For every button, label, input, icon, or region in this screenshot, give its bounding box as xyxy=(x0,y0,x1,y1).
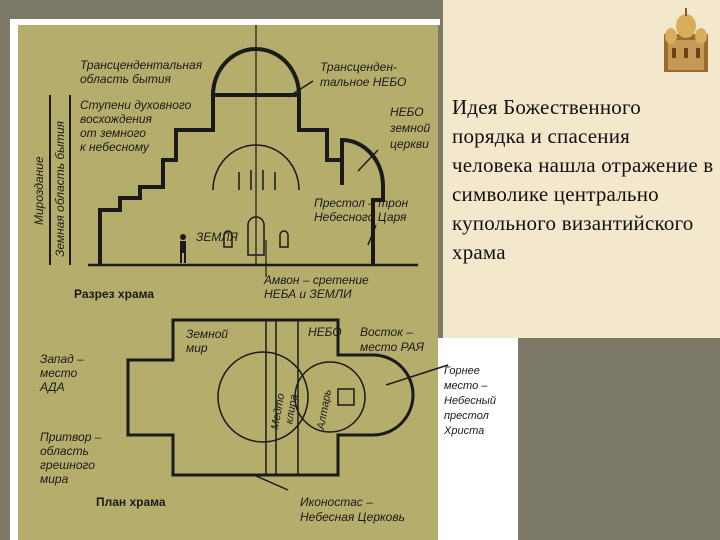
earth-label: ЗЕМЛЯ xyxy=(196,230,239,244)
sky-church-label: НЕБО земной церкви xyxy=(389,105,434,151)
plan-title: План храма xyxy=(96,495,166,509)
section-title: Разрез храма xyxy=(74,287,154,301)
diagram-left-border xyxy=(10,19,18,540)
throne-label: Престол – трон Небесного Царя xyxy=(314,196,411,224)
high-place-label: Горнее место – Небесный престол Христа xyxy=(443,365,499,437)
cathedral-domes-icon xyxy=(658,6,714,74)
byzantine-church-diagram: Трансцендентальная область бытия Трансце… xyxy=(18,25,518,540)
universe-label: Мироздание xyxy=(32,156,46,225)
earthly-area-label: Земная область бытия xyxy=(53,120,67,257)
transcendental-sky-label: Трансценден- тальное НЕБО xyxy=(320,60,406,89)
sky-label: НЕБО xyxy=(308,325,342,339)
east-label: Восток – место РАЯ xyxy=(360,325,425,354)
